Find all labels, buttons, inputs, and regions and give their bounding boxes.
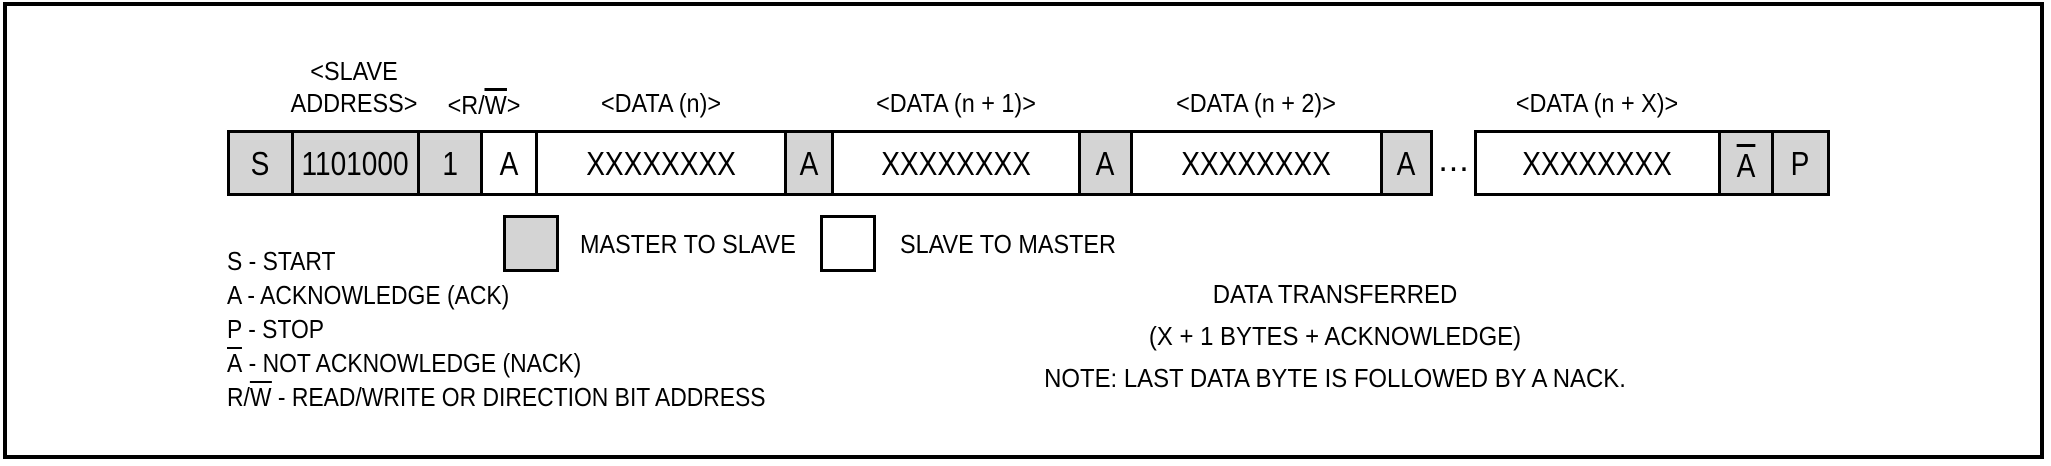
continuation-ellipsis: ... [1438,141,1470,179]
ack-box-1-text: A [499,144,519,182]
definition-nack-symbol: A [227,347,243,378]
data-n2-box: XXXXXXXX [1130,130,1383,196]
definition-start-text: - START [242,246,336,276]
definition-stop-symbol: P [227,314,242,344]
stop-box: P [1771,130,1830,196]
definition-rw-prefix: R/ [227,382,250,412]
label-slave-address-line1: <SLAVE [310,56,398,86]
label-rw-pre: <R/ [447,90,485,120]
ack-box-3-text: A [1096,144,1115,182]
stop-box-text: P [1791,144,1810,182]
ack-box-1: A [480,130,538,196]
definition-nack: A - NOT ACKNOWLEDGE (NACK) [227,346,766,380]
nack-box: A [1718,130,1774,196]
start-box: S [227,130,294,196]
note-line-2: (X + 1 BYTES + ACKNOWLEDGE) [1148,321,1522,351]
label-data-n1: <DATA (n + 1)> [876,88,1036,118]
definition-ack-text: - ACKNOWLEDGE (ACK) [241,280,510,310]
slave-to-master-label: SLAVE TO MASTER [900,229,1116,259]
slave-address-bits: 1101000 [301,144,410,182]
data-nx-bits: XXXXXXXX [1522,144,1673,182]
ack-box-4-text: A [1397,144,1416,182]
nack-box-text: A [1736,143,1756,183]
start-box-text: S [251,144,270,182]
figure-border-frame [3,2,2044,459]
rw-bit-box: 1 [417,130,483,196]
definition-stop: P - STOP [227,312,766,346]
ack-box-3: A [1078,130,1133,196]
label-rw-bit: <R/W> [447,88,521,120]
ack-box-2: A [784,130,834,196]
definition-stop-text: - STOP [241,314,325,344]
definition-ack: A - ACKNOWLEDGE (ACK) [227,278,766,312]
note-line-3: NOTE: LAST DATA BYTE IS FOLLOWED BY A NA… [1044,363,1626,393]
definition-start: S - START [227,244,766,278]
label-data-n: <DATA (n)> [600,88,722,118]
rw-bit-value: 1 [442,144,458,182]
label-rw-post: > [506,90,521,120]
data-n1-box: XXXXXXXX [831,130,1081,196]
label-slave-address-line2: ADDRESS> [290,88,418,118]
ack-box-4: A [1380,130,1433,196]
data-n-bits: XXXXXXXX [586,144,736,182]
slave-address-box: 1101000 [291,130,420,196]
definition-ack-symbol: A [227,280,242,310]
slave-to-master-swatch [820,215,876,272]
data-n2-bits: XXXXXXXX [1181,144,1332,182]
data-nx-box: XXXXXXXX [1474,130,1721,196]
definition-start-symbol: S [227,246,243,276]
data-transferred-note: DATA TRANSFERRED (X + 1 BYTES + ACKNOWLE… [1013,273,1657,399]
definition-rw-text: - READ/WRITE OR DIRECTION BIT ADDRESS [271,382,766,412]
note-line-1: DATA TRANSFERRED [1212,279,1458,309]
definition-nack-text: - NOT ACKNOWLEDGE (NACK) [242,348,582,378]
data-n-box: XXXXXXXX [535,130,787,196]
symbol-definitions: S - START A - ACKNOWLEDGE (ACK) P - STOP… [227,244,766,414]
definition-rw-symbol: W [249,381,272,412]
definition-rw: R/W - READ/WRITE OR DIRECTION BIT ADDRES… [227,380,766,414]
master-to-slave-swatch [503,215,559,272]
label-rw-overline-w: W [484,88,507,120]
label-data-nx: <DATA (n + X)> [1515,88,1679,118]
ack-box-2-text: A [799,144,819,182]
label-data-n2: <DATA (n + 2)> [1176,88,1336,118]
master-to-slave-label: MASTER TO SLAVE [580,229,796,259]
data-n1-bits: XXXXXXXX [881,144,1031,182]
